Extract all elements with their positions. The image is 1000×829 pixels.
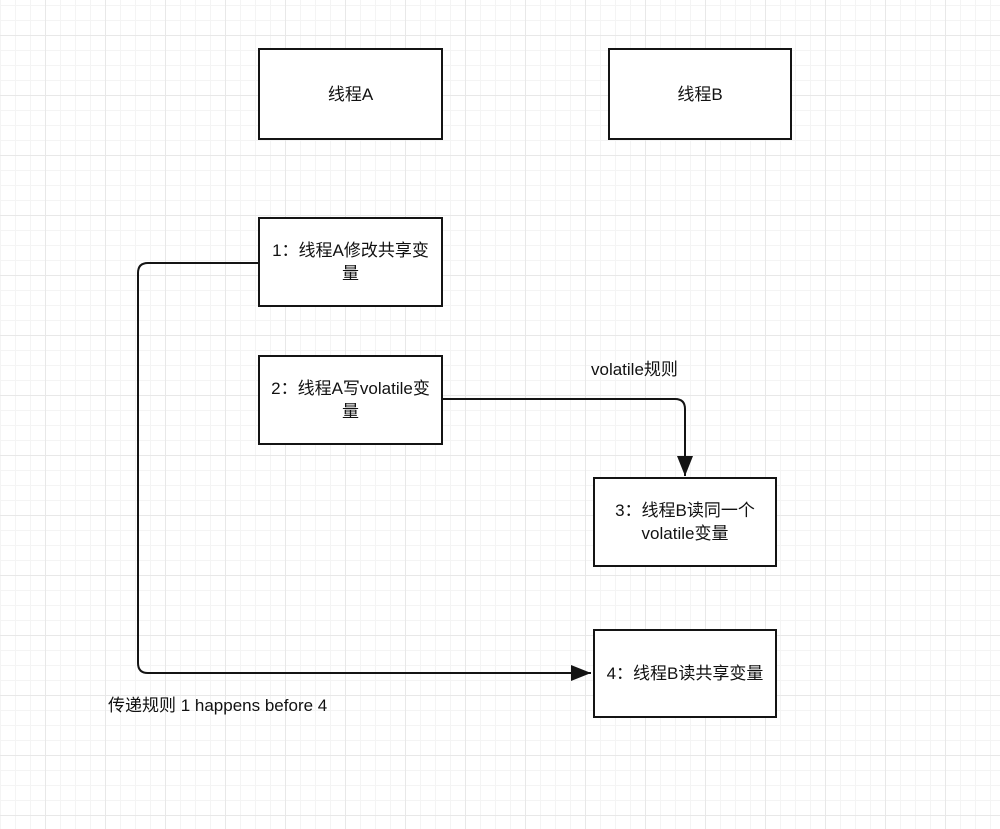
node-thread-b[interactable]: 线程B xyxy=(608,48,792,140)
node-step-1[interactable]: 1：线程A修改共享变量 xyxy=(258,217,443,307)
edge-step2-to-step3[interactable] xyxy=(443,398,693,476)
node-step-4[interactable]: 4：线程B读共享变量 xyxy=(593,629,777,718)
edge-step1-to-step4[interactable] xyxy=(137,262,591,681)
node-step-1-label: 1：线程A修改共享变量 xyxy=(272,241,429,283)
node-step-2[interactable]: 2：线程A写volatile变量 xyxy=(258,355,443,445)
node-step-4-label: 4：线程B读共享变量 xyxy=(606,664,764,683)
node-step-3-label: 3：线程B读同一个volatile变量 xyxy=(615,501,755,543)
edge-label-volatile-rule[interactable]: volatile规则 xyxy=(591,360,678,379)
node-step-2-label: 2：线程A写volatile变量 xyxy=(271,379,430,421)
node-thread-a[interactable]: 线程A xyxy=(258,48,443,140)
node-thread-b-label: 线程B xyxy=(677,84,723,104)
edge-label-transitive-rule[interactable]: 传递规则 1 happens before 4 xyxy=(108,696,328,715)
node-step-3[interactable]: 3：线程B读同一个volatile变量 xyxy=(593,477,777,567)
node-thread-a-label: 线程A xyxy=(327,84,374,104)
